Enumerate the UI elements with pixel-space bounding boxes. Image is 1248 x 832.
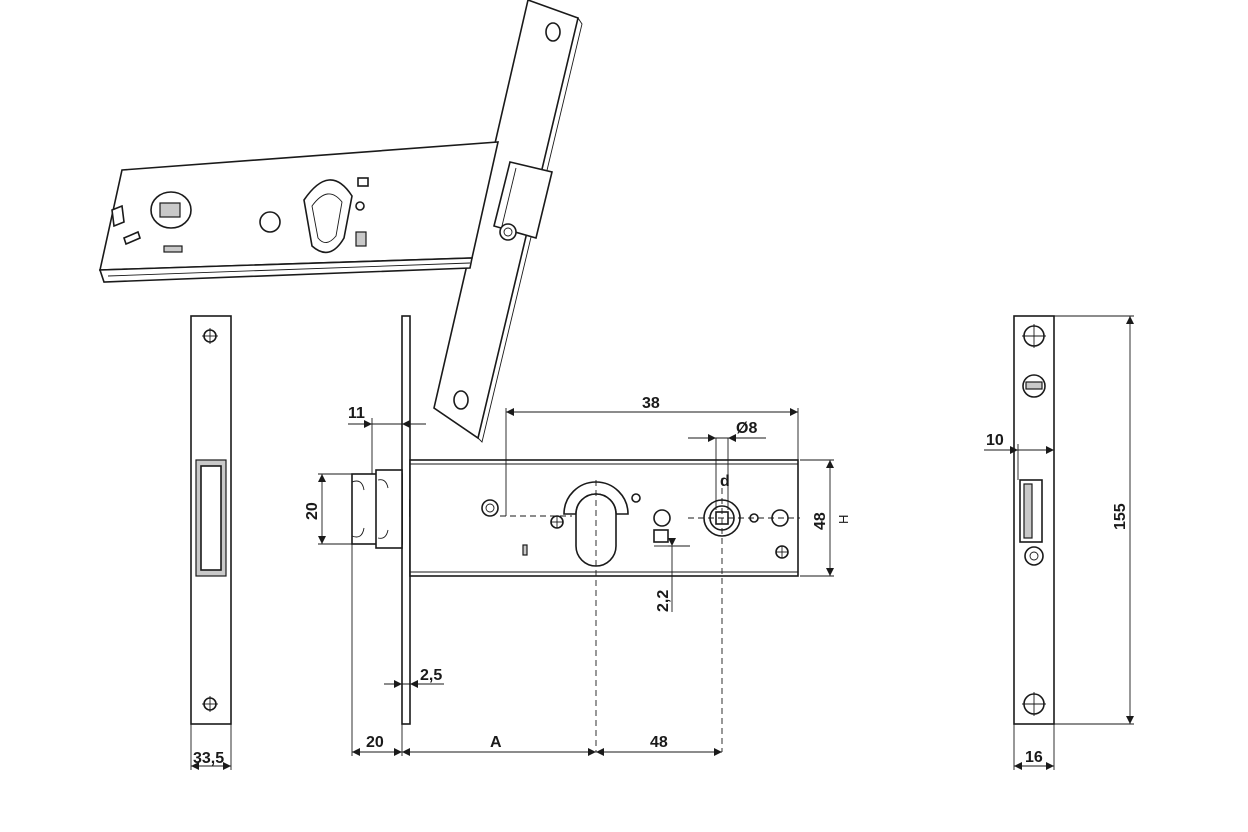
label-d: d (720, 473, 730, 490)
dim-38: 38 (642, 395, 660, 412)
dim-16: 16 (1025, 749, 1043, 766)
dim-2-5: 2,5 (420, 667, 442, 684)
strike-plate-view: 10 155 16 (984, 315, 1134, 770)
dim-33-5: 33,5 (193, 750, 224, 767)
dim-2-2: 2,2 (655, 590, 672, 612)
dim-20-bottom: 20 (366, 734, 384, 751)
dim-10: 10 (986, 432, 1004, 449)
dim-48-bottom: 48 (650, 734, 668, 751)
dim-diameter-8: Ø8 (736, 420, 757, 437)
dim-48-height: 48 (812, 512, 829, 530)
label-h: H (836, 515, 851, 524)
dim-155: 155 (1112, 503, 1129, 530)
dim-a: A (490, 734, 502, 751)
isometric-lock-view (98, 0, 583, 443)
dim-20-height: 20 (304, 502, 321, 520)
side-view: d 38 Ø8 11 20 48 H (304, 315, 851, 756)
dim-11: 11 (348, 405, 365, 422)
left-faceplate-view: 33,5 (190, 315, 232, 770)
